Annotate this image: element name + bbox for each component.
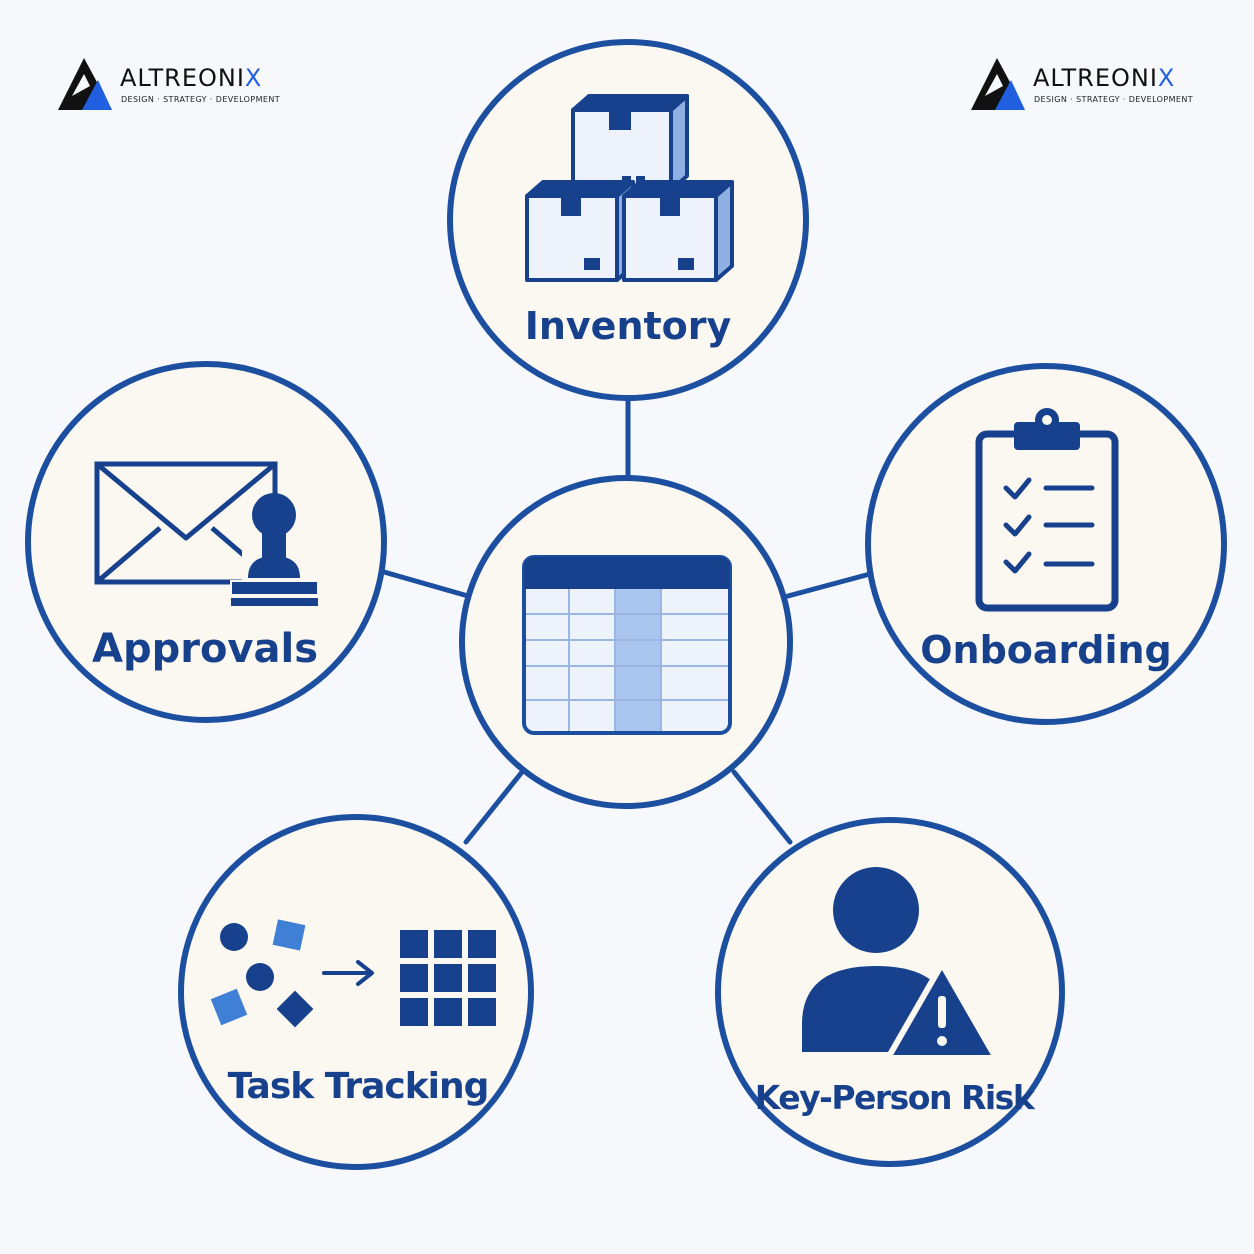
person-warning-icon: [802, 867, 999, 1061]
connector-approvals: [381, 569, 471, 599]
connectors: [381, 395, 873, 845]
brand-tagline: DESIGN · STRATEGY · DEVELOPMENT: [121, 95, 281, 104]
spreadsheet-icon: [522, 555, 732, 735]
inventory-label: Inventory: [524, 304, 732, 348]
clipboard-checklist-icon: [975, 408, 1119, 612]
logo-mark-right: [971, 58, 1025, 110]
brand-name: ALTREONIX: [1033, 64, 1176, 92]
task-tracking-node: [178, 814, 534, 1170]
connector-onboarding: [785, 571, 873, 599]
onboarding-label: Onboarding: [920, 628, 1172, 672]
approvals-label: Approvals: [91, 626, 319, 672]
boxes-icon: [525, 94, 734, 282]
brand-name: ALTREONIX: [120, 64, 263, 92]
key-person-risk-label: Key-Person Risk: [754, 1078, 1035, 1117]
logo-mark-left: [58, 58, 112, 110]
brand-tagline: DESIGN · STRATEGY · DEVELOPMENT: [1034, 95, 1194, 104]
shapes-to-grid-icon: [210, 919, 496, 1028]
task-tracking-label: Task Tracking: [227, 1066, 490, 1107]
connector-task-tracking: [463, 769, 525, 845]
connector-key-person-risk: [731, 769, 793, 845]
envelope-stamp-icon: [94, 461, 319, 606]
